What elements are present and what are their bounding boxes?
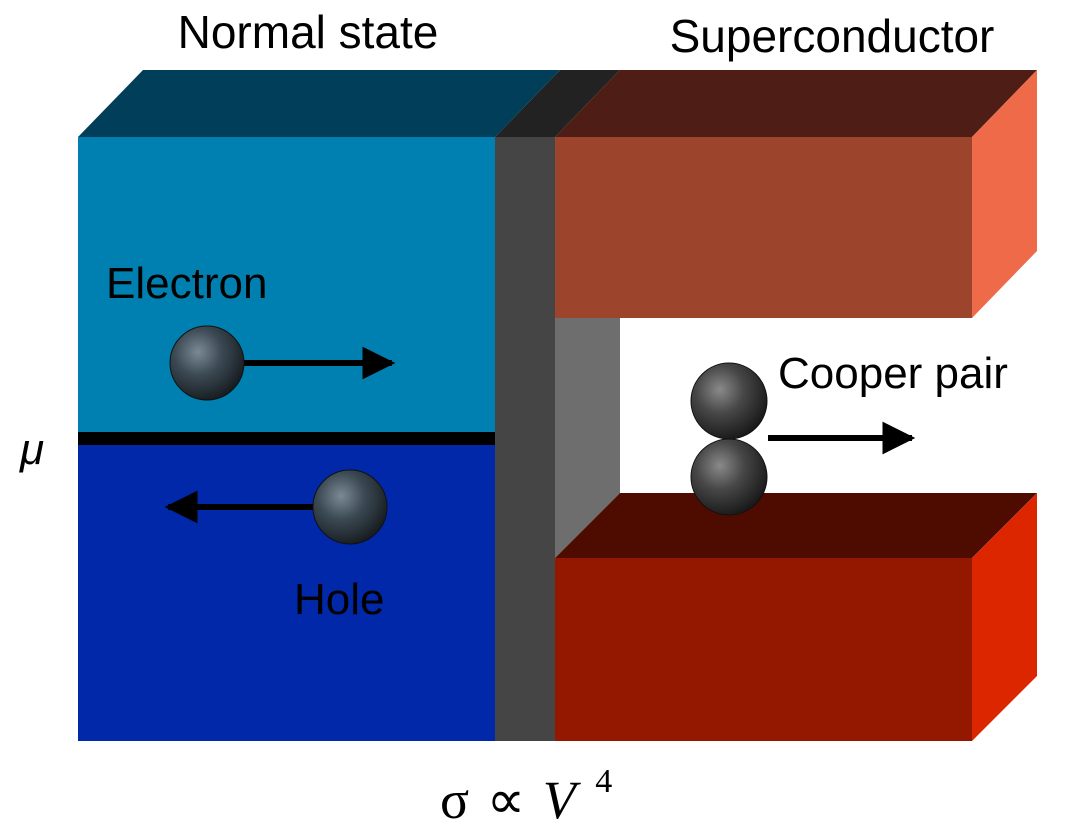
sc-lower-front-face bbox=[555, 558, 972, 741]
sc-upper-front-face bbox=[555, 137, 972, 318]
sc-upper-top-face bbox=[555, 70, 1037, 137]
formula-exponent: 4 bbox=[595, 763, 612, 800]
hole-label: Hole bbox=[294, 575, 385, 624]
normal-state-title: Normal state bbox=[178, 6, 439, 58]
barrier-top-face bbox=[495, 70, 620, 137]
sc-upper-side-face bbox=[972, 70, 1037, 318]
normal-block-top-face bbox=[78, 70, 560, 137]
cooper-pair-lower-particle-icon bbox=[690, 438, 768, 516]
hole-particle-icon bbox=[312, 469, 388, 545]
barrier-inner-face bbox=[555, 318, 620, 558]
sc-lower-top-face bbox=[555, 493, 1037, 558]
sc-lower-side-face bbox=[972, 493, 1037, 741]
electron-label: Electron bbox=[106, 259, 267, 308]
formula-sigma: σ bbox=[440, 770, 469, 824]
hole-region bbox=[78, 439, 495, 741]
mu-label: μ bbox=[19, 425, 44, 474]
formula-v: V bbox=[543, 770, 582, 824]
chemical-potential-line bbox=[78, 432, 495, 445]
cooper-pair-upper-particle-icon bbox=[690, 362, 768, 440]
superconductor-title: Superconductor bbox=[670, 10, 995, 62]
electron-region bbox=[78, 137, 495, 439]
conductance-formula: σ ∝ V 4 bbox=[440, 763, 612, 824]
formula-propto: ∝ bbox=[487, 770, 526, 824]
barrier-front-face bbox=[495, 137, 555, 741]
cooper-pair-label: Cooper pair bbox=[778, 349, 1008, 398]
electron-particle-icon bbox=[169, 325, 245, 401]
